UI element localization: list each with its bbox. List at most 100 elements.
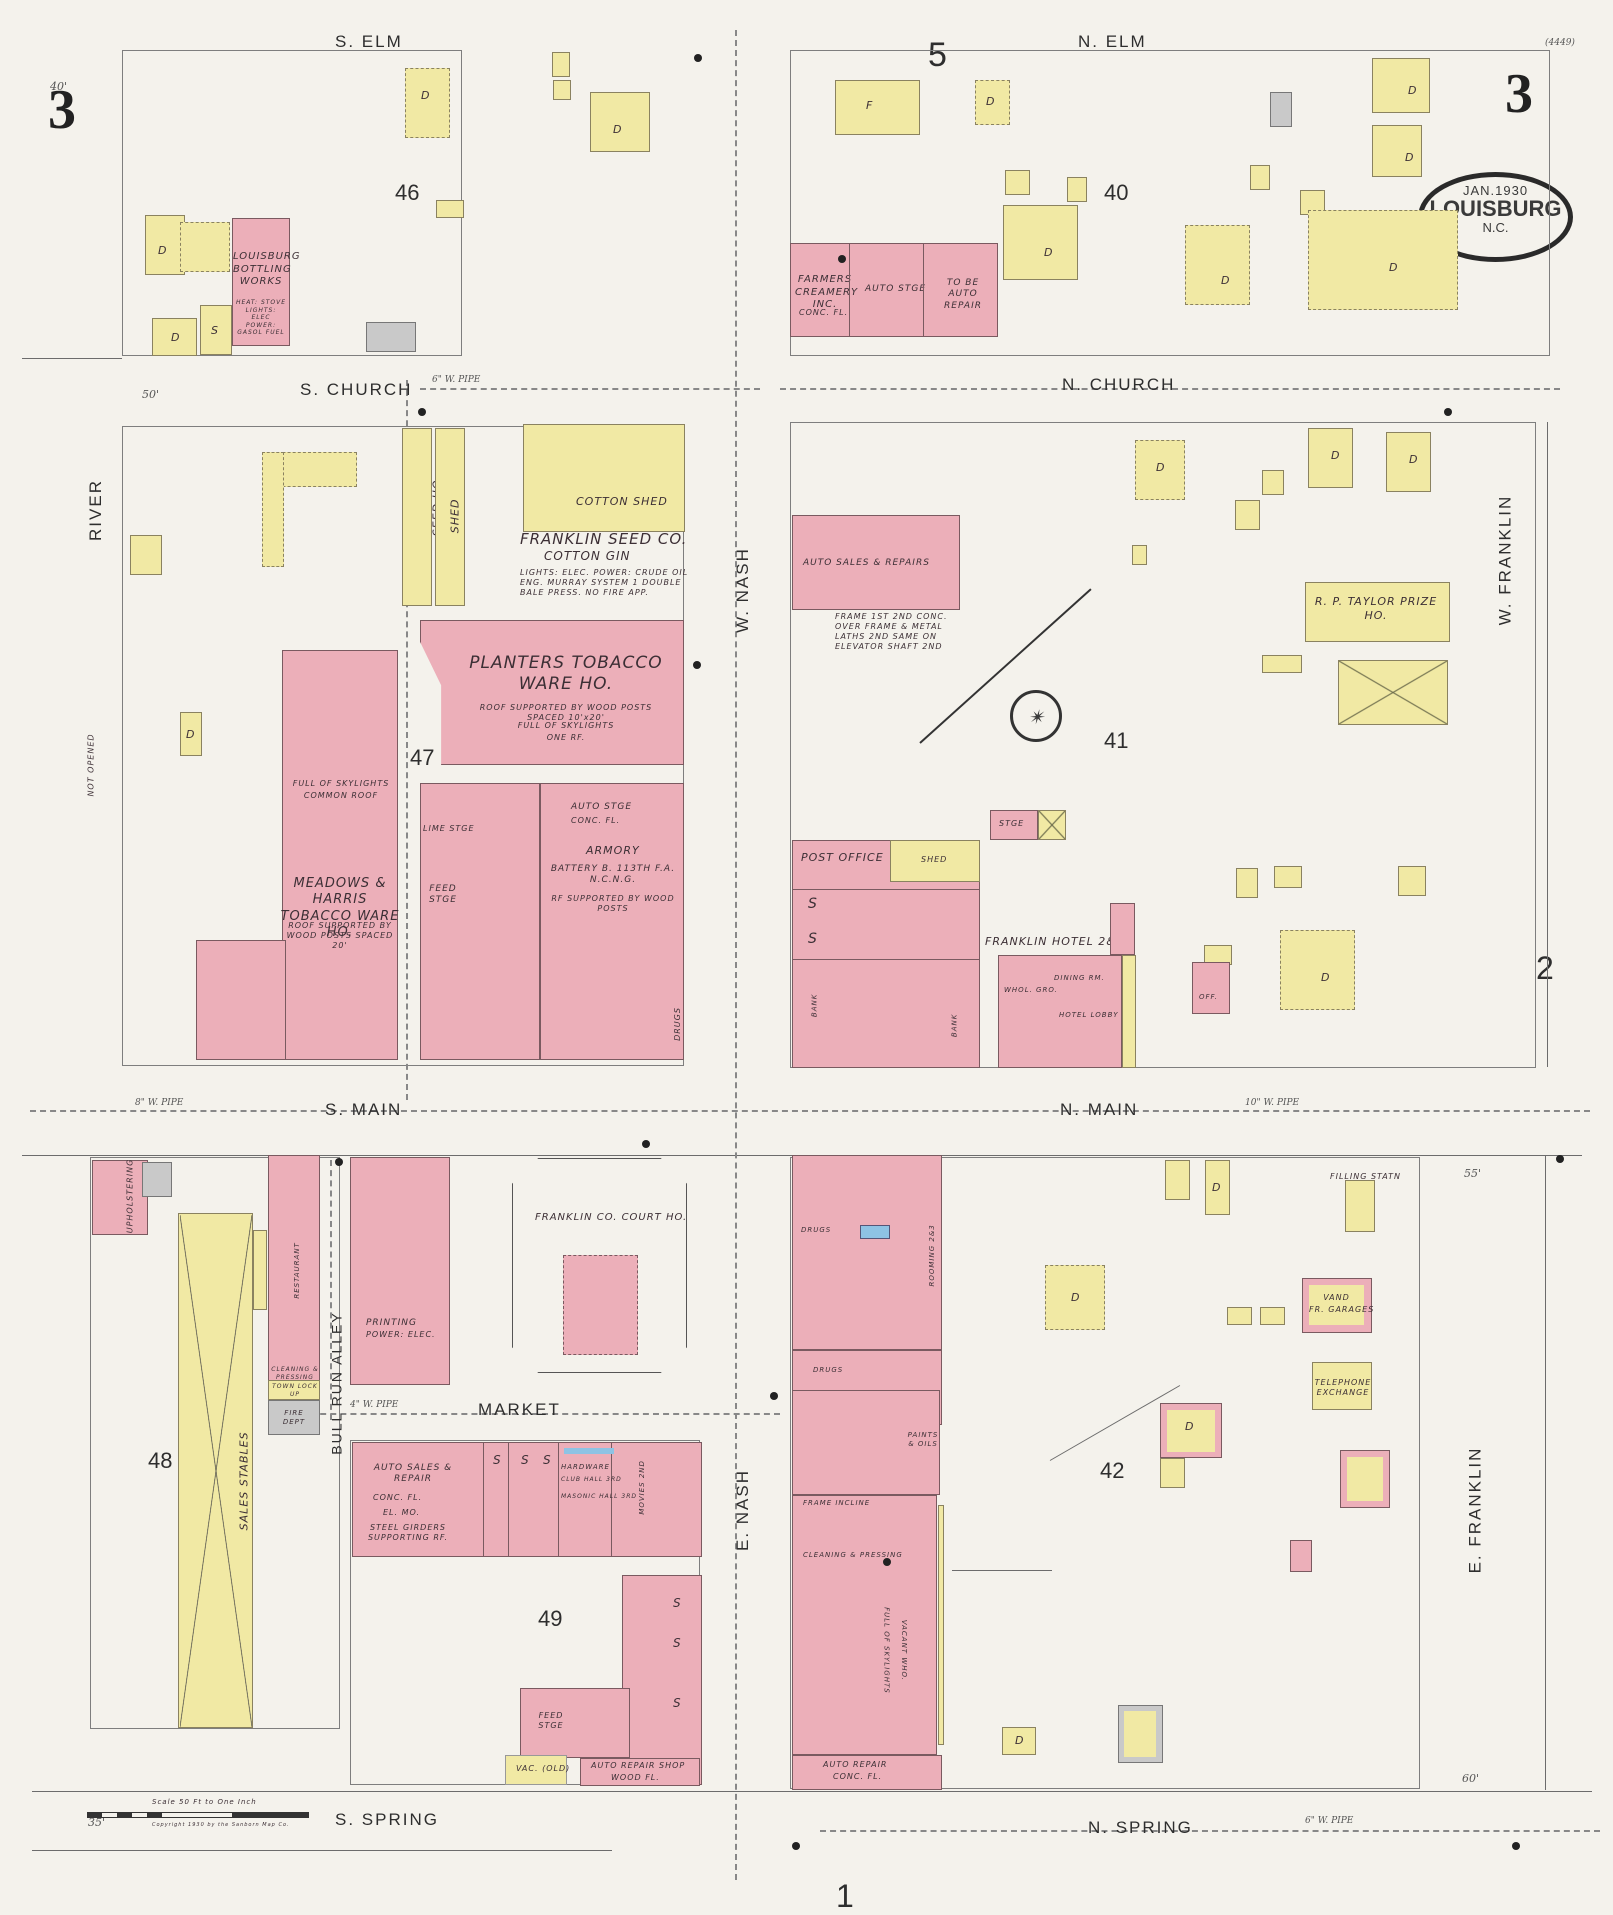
auto-repair-shop: AUTO REPAIR SHOP WOOD FL.: [580, 1758, 700, 1786]
street-width: 55': [1464, 1167, 1482, 1180]
frame-line: [22, 358, 122, 359]
auto-sales-repairs: AUTO SALES & REPAIRS: [792, 515, 960, 610]
filling-station-label: FILLING STATN: [1330, 1172, 1401, 1181]
adjacent-sheet-bottom: 1: [836, 1878, 854, 1914]
upholstering: UPHOLSTERING: [92, 1159, 148, 1235]
kitchen: [1110, 903, 1135, 955]
street-s-spring: S. SPRING: [335, 1810, 439, 1829]
fire-department: FIRE DEPT: [268, 1400, 320, 1435]
dwelling-brick-trim: [1340, 1450, 1390, 1508]
street-s-main: S. MAIN: [325, 1100, 403, 1119]
outbuilding: [1250, 165, 1270, 190]
block-number-47: 47: [410, 745, 435, 770]
stone-building-strip: [564, 1448, 614, 1454]
filling-station: [1345, 1180, 1375, 1232]
fire-hydrant: [792, 1842, 800, 1850]
water-pipe: [780, 388, 1560, 390]
frame-incline-block: FRAME INCLINE CLEANING & PRESSING FULL O…: [792, 1495, 937, 1755]
block-number-46: 46: [395, 180, 420, 205]
shed: SHED: [890, 840, 980, 882]
water-pipe: [300, 1413, 780, 1415]
fire-hydrant: [335, 1158, 343, 1166]
dwelling: D: [1308, 428, 1353, 488]
storage: STGE: [990, 810, 1038, 840]
property-line: [952, 1570, 1052, 1571]
outbuilding: [436, 200, 464, 218]
armory: AUTO STGE CONC. FL. ARMORY BATTERY B. 11…: [540, 783, 684, 1060]
shed-wing: [262, 452, 284, 567]
drugs-rooming-block: DRUGS ROOMING 2&3: [792, 1155, 942, 1350]
fire-hydrant: [642, 1140, 650, 1148]
auto-repair-east: AUTO REPAIR CONC. FL.: [792, 1755, 942, 1790]
store-row-49: S S S: [622, 1575, 702, 1785]
louisburg-bottling-works: LOUISBURG BOTTLING WORKS HEAT: STOVE LIG…: [232, 218, 300, 346]
dwelling: D: [1002, 1727, 1036, 1755]
pipe-label: 6" W. PIPE: [1305, 1816, 1354, 1826]
dwelling: D: [1185, 225, 1250, 305]
frame-strip: [938, 1505, 944, 1745]
garage: [366, 322, 416, 352]
pipe-label: 10" W. PIPE: [1245, 1098, 1300, 1108]
auto-parking: [1122, 955, 1136, 1068]
dwelling: D: [975, 80, 1010, 125]
outbuilding: [1132, 545, 1147, 565]
rp-taylor-prize-house: R. P. TAYLOR PRIZE HO.: [1305, 582, 1450, 642]
pipe-label: 4" W. PIPE: [350, 1400, 399, 1410]
adjacent-sheet-top: 5: [928, 36, 947, 74]
street-s-elm: S. ELM: [335, 32, 403, 51]
dwelling: D: [590, 92, 650, 152]
fire-hydrant: [838, 255, 846, 263]
dwelling: D: [1003, 205, 1078, 280]
street-width: 50': [142, 388, 160, 401]
outbuilding: [1227, 1307, 1252, 1325]
street-width: 35': [88, 1816, 106, 1829]
street-n-spring: N. SPRING: [1088, 1818, 1193, 1837]
open-shed: [1338, 660, 1448, 725]
farmers-creamery-block: FARMERS CREAMERY INC. CONC. FL. AUTO STG…: [790, 243, 998, 337]
stone-entry: [860, 1225, 890, 1239]
outbuilding: [552, 52, 570, 77]
street-s-church: S. CHURCH: [300, 380, 413, 399]
fr-garages: VAND FR. GARAGES: [1302, 1278, 1373, 1333]
street-market: MARKET: [478, 1400, 561, 1419]
water-pipe: [420, 388, 760, 390]
seed-house: SEED HO.: [402, 428, 444, 606]
feed-storage-49: FEED STGE: [520, 1688, 630, 1758]
store: S: [200, 305, 232, 355]
block-number-41: 41: [1104, 728, 1129, 753]
meadows-harris-tobacco-ware-house: FULL OF SKYLIGHTS COMMON ROOF MEADOWS & …: [281, 650, 398, 1060]
vacant-old: VAC. (OLD): [505, 1755, 569, 1785]
shed: SHED: [435, 428, 465, 606]
garage-iron: [1118, 1705, 1163, 1763]
franklin-hotel-label: FRANKLIN HOTEL 2&3: [985, 935, 1124, 948]
dwelling: D: [1045, 1265, 1105, 1330]
water-pipe: [330, 1160, 332, 1420]
dwelling-large: D: [1308, 210, 1458, 310]
water-pipe: [735, 30, 737, 1880]
street-not-opened: NOT OPENED: [86, 733, 96, 797]
dwelling: D: [405, 68, 450, 138]
scale-bar: Scale 50 Ft to One Inch Copyright 1930 b…: [62, 1798, 322, 1843]
outbuilding: [130, 535, 162, 575]
dwelling: D: [145, 215, 185, 275]
dwelling: D: [1372, 58, 1430, 113]
block-number-49: 49: [538, 1606, 563, 1631]
store-row: [196, 940, 286, 1060]
iron-shed: [142, 1162, 172, 1197]
franklin-hotel: WHOL. GRO. DINING RM. HOTEL LOBBY: [998, 955, 1122, 1068]
restaurant-row: RESTAURANT CLEANING & PRESSING: [268, 1155, 320, 1400]
court-house-label: FRANKLIN CO. COURT HO.: [535, 1212, 688, 1223]
pipe-label: 8" W. PIPE: [135, 1098, 184, 1108]
auto-sales-repairs-notes: FRAME 1ST 2ND CONC. OVER FRAME & METAL L…: [835, 612, 948, 651]
water-pipe: [820, 1830, 1600, 1832]
block-number-42: 42: [1100, 1458, 1125, 1483]
frame-line: [1545, 1155, 1546, 1790]
water-pipe: [30, 1110, 1590, 1112]
frame-line: [32, 1791, 1592, 1792]
cartouche-town: LOUISBURG: [1429, 196, 1562, 221]
dwelling: F: [835, 80, 920, 135]
town-lock-up: TOWN LOCK UP: [268, 1380, 320, 1400]
sheet-number-left: 3: [48, 79, 76, 141]
pipe-label: 6" W. PIPE: [432, 375, 481, 385]
shed: [1270, 92, 1292, 127]
